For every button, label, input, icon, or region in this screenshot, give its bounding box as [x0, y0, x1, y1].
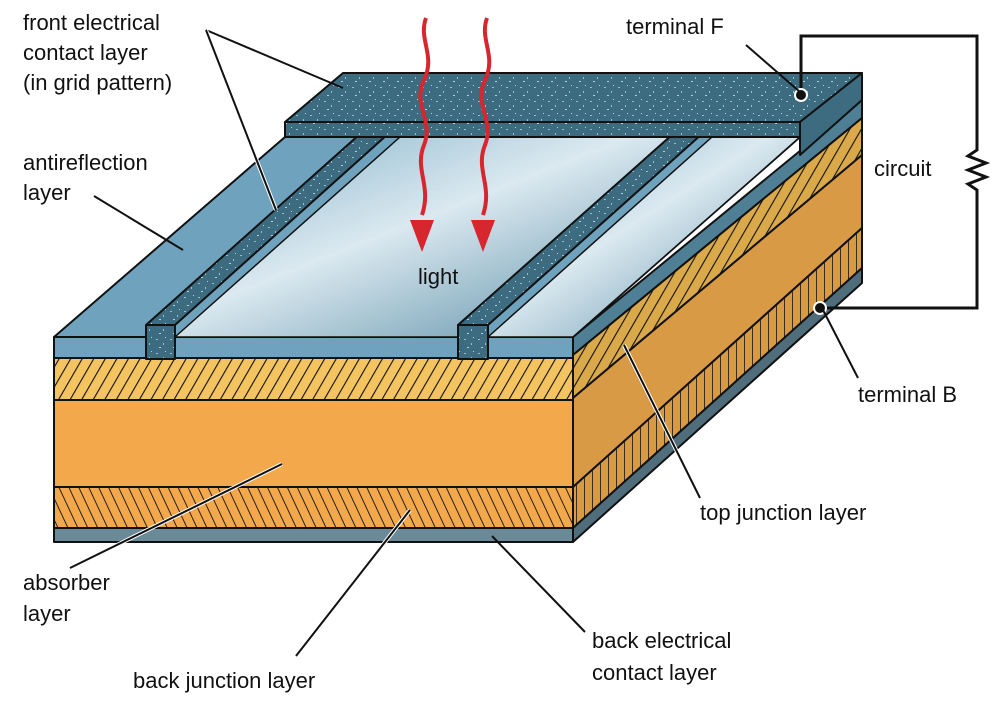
front-antireflection: [53, 336, 574, 359]
light-arrowhead-left: [410, 220, 434, 252]
light-rays: [410, 17, 495, 252]
front-back-junction: [53, 486, 574, 529]
label-absorber-2: layer: [23, 601, 71, 626]
grid-finger-left-end: [145, 324, 176, 360]
label-circuit: circuit: [874, 156, 931, 181]
front-back-contact: [53, 527, 574, 543]
front-contact-grid: [145, 72, 863, 360]
label-front-contact-3: (in grid pattern): [23, 70, 172, 95]
leader-lines: [69, 29, 859, 658]
label-front-contact-1: front electrical: [23, 10, 160, 35]
grid-finger-right-end: [457, 324, 489, 360]
front-face: [53, 336, 574, 543]
label-back-contact-2: contact layer: [592, 660, 717, 685]
grid-busbar-front: [284, 121, 801, 138]
grid-busbar-side: [799, 72, 863, 156]
label-terminal-b: terminal B: [858, 382, 957, 407]
terminal-f-dot: [794, 88, 808, 102]
side-face: [572, 99, 863, 543]
front-absorber: [53, 399, 574, 488]
label-front-contact-2: contact layer: [23, 40, 148, 65]
label-back-junction: back junction layer: [133, 668, 315, 693]
label-terminal-f: terminal F: [626, 14, 724, 39]
label-top-junction: top junction layer: [700, 500, 866, 525]
label-antireflection-1: antireflection: [23, 150, 148, 175]
front-top-junction: [53, 357, 574, 401]
light-ray-right: [479, 17, 492, 216]
label-back-contact-1: back electrical: [592, 628, 731, 653]
label-antireflection-2: layer: [23, 180, 71, 205]
light-arrowhead-right: [471, 220, 495, 252]
label-light: light: [418, 264, 458, 289]
grid-busbar-top: [284, 72, 863, 123]
circuit-wire: [799, 34, 991, 310]
light-ray-left: [418, 17, 431, 216]
label-absorber-1: absorber: [23, 570, 110, 595]
